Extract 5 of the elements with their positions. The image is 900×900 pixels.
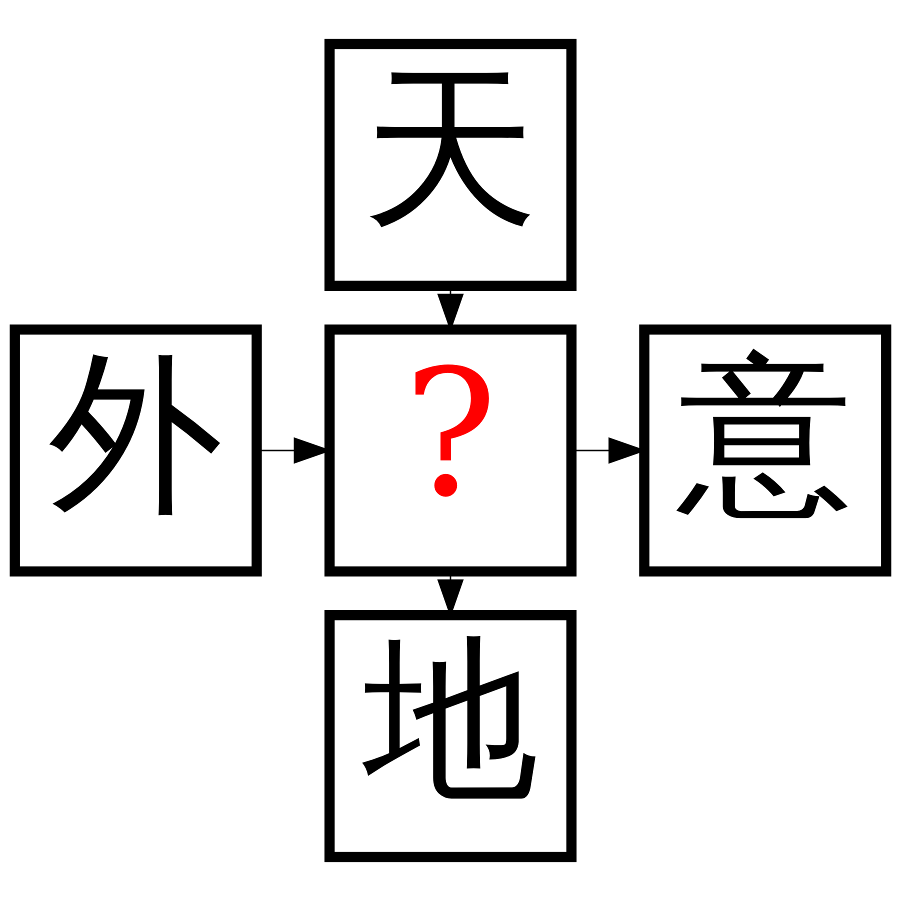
node-box: 天 — [324, 38, 576, 290]
node-box: 意 — [638, 324, 891, 576]
node-box: ? — [324, 324, 576, 576]
node-box: 地 — [324, 610, 576, 862]
node-box: 外 — [9, 324, 262, 576]
